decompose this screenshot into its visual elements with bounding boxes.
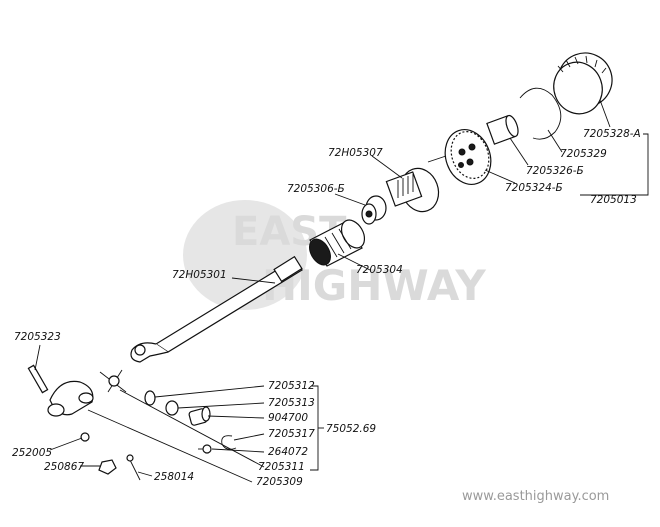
label-75052-69: 75052.69 <box>326 423 376 435</box>
label-7205312: 7205312 <box>268 380 315 392</box>
retaining-clip-part <box>221 435 237 450</box>
label-7205317: 7205317 <box>268 428 315 440</box>
drive-shaft-part <box>130 255 304 363</box>
splined-shaft-part <box>385 167 440 213</box>
label-72h05301: 72Н05301 <box>172 269 227 281</box>
label-264072: 264072 <box>268 446 308 458</box>
label-904700: 904700 <box>268 412 308 424</box>
nut-part <box>98 459 117 475</box>
label-7205309: 7205309 <box>256 476 303 488</box>
label-258014: 258014 <box>154 471 194 483</box>
yoke-part <box>47 380 94 417</box>
label-7205313: 7205313 <box>268 397 315 409</box>
label-7205306-b: 7205306-Б <box>287 183 345 195</box>
gear-part <box>427 129 492 185</box>
splined-sleeve-part <box>309 219 366 267</box>
label-7205304: 7205304 <box>356 264 403 276</box>
leader-lines <box>34 99 649 483</box>
website-url: www.easthighway.com <box>462 489 609 504</box>
outer-ring-part <box>553 52 613 115</box>
bushing-part <box>361 195 387 225</box>
label-7205324-b: 7205324-Б <box>505 182 563 194</box>
snap-ring-part <box>519 87 562 140</box>
cotter-pin-part <box>126 454 141 481</box>
label-7205013: 7205013 <box>590 194 637 206</box>
label-7205329: 7205329 <box>560 148 607 160</box>
label-7205323: 7205323 <box>14 331 61 343</box>
label-250867: 250867 <box>44 461 84 473</box>
cross-part <box>99 369 127 393</box>
washer-part <box>80 390 179 442</box>
grease-fitting-part <box>198 444 212 454</box>
pin-part <box>27 364 49 394</box>
label-7205328-a: 7205328-А <box>583 128 641 140</box>
label-72h05307: 72Н05307 <box>328 147 383 159</box>
part-labels: 7205328-А 7205329 7205326-Б 7205324-Б 72… <box>12 128 641 488</box>
needle-bearing-part <box>188 406 211 426</box>
label-7205326-b: 7205326-Б <box>526 165 584 177</box>
roller-bearing-part <box>486 114 519 145</box>
label-7205311: 7205311 <box>258 461 305 473</box>
label-252005: 252005 <box>12 447 52 459</box>
